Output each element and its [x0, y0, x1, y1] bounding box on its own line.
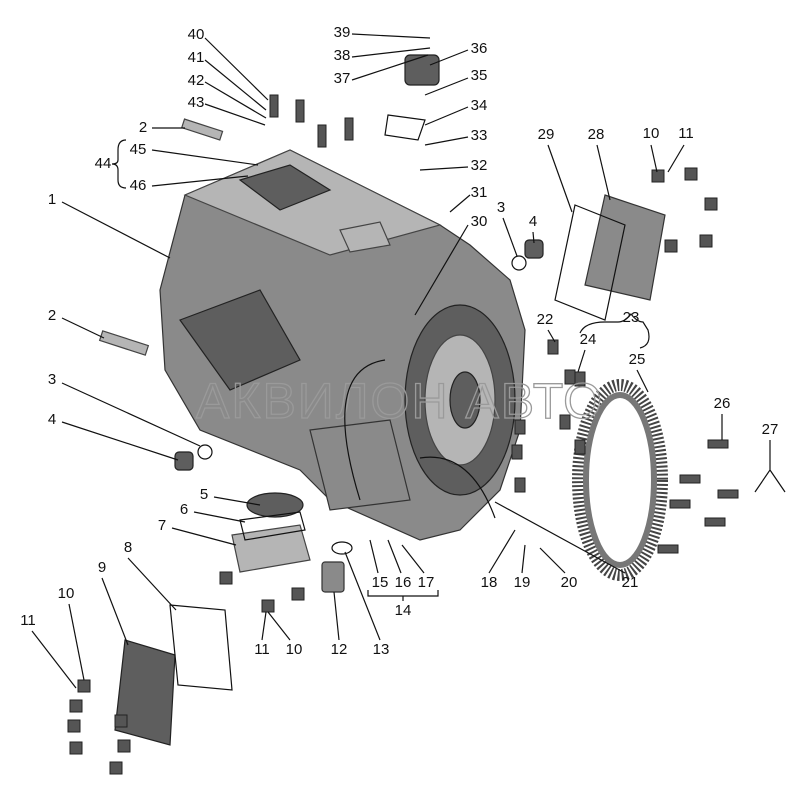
leader-lines	[31, 33, 786, 689]
callout: 4	[529, 213, 537, 230]
lower-gasket	[169, 604, 233, 691]
flange	[231, 524, 311, 573]
o-ring	[197, 444, 213, 460]
callout: 11	[254, 641, 270, 658]
callout: 37	[334, 70, 351, 87]
callout: 13	[373, 641, 390, 658]
flange-gasket	[239, 511, 306, 541]
callout: 3	[48, 371, 56, 388]
callout: 19	[514, 574, 531, 591]
callout: 4	[48, 411, 56, 428]
callout: 2	[48, 307, 56, 324]
filter-screen	[246, 492, 304, 518]
lower-cover	[114, 639, 176, 746]
callout: 36	[471, 40, 488, 57]
callout: 43	[188, 94, 205, 111]
watermark: АКВИЛОН АВТО	[196, 373, 604, 429]
callout: 39	[334, 24, 351, 41]
callout: 10	[286, 641, 303, 658]
gearbox-housing	[159, 149, 526, 541]
callout: 6	[180, 501, 188, 518]
callout: 8	[124, 539, 132, 556]
callout: 28	[588, 126, 605, 143]
callout: 1	[48, 191, 56, 208]
callout: 12	[331, 641, 348, 658]
sensor-ring	[331, 541, 353, 555]
bolts	[67, 94, 739, 775]
callout: 11	[20, 612, 36, 629]
callout: 16	[395, 574, 412, 591]
callout: 29	[538, 126, 555, 143]
callout: 42	[188, 72, 205, 89]
callout: 35	[471, 67, 488, 84]
callout: 30	[471, 213, 488, 230]
callout: 18	[481, 574, 498, 591]
callout: 21	[622, 574, 639, 591]
callout: 17	[418, 574, 435, 591]
dowel-pin-top	[180, 118, 224, 141]
dowel-pin	[98, 330, 150, 356]
callout: 25	[629, 351, 646, 368]
callout: 7	[158, 517, 166, 534]
callout: 33	[471, 127, 488, 144]
callout: 27	[762, 421, 779, 438]
sensor	[321, 561, 345, 593]
callout: 38	[334, 47, 351, 64]
callout: 10	[58, 585, 75, 602]
o-ring-right	[511, 255, 527, 271]
callout: 44	[95, 155, 112, 172]
callout: 45	[130, 141, 147, 158]
breather-housing	[404, 54, 440, 86]
callout: 11	[678, 125, 694, 142]
callout: 40	[188, 26, 205, 43]
callout: 24	[580, 331, 597, 348]
rear-gasket	[554, 204, 626, 321]
callout: 10	[643, 125, 660, 142]
callout: 23	[623, 309, 640, 326]
plug	[174, 451, 194, 471]
callout: 41	[188, 49, 205, 66]
callout: 26	[714, 395, 731, 412]
callout: 14	[395, 602, 412, 619]
callout: 15	[372, 574, 389, 591]
callout: 34	[471, 97, 488, 114]
rear-cover	[584, 194, 666, 301]
callout: 32	[471, 157, 488, 174]
breather-gasket	[384, 114, 426, 141]
callout: 2	[139, 119, 147, 136]
callout-labels: 40 41 42 43 2 44 45 46 1 2 3 4 39 38 37 …	[20, 24, 778, 658]
callout: 22	[537, 311, 554, 328]
callout: 5	[200, 486, 208, 503]
callout: 3	[497, 199, 505, 216]
callout: 9	[98, 559, 106, 576]
callout: 31	[471, 184, 488, 201]
ring-gear	[572, 379, 668, 581]
callout: 46	[130, 177, 147, 194]
callout: 20	[561, 574, 578, 591]
